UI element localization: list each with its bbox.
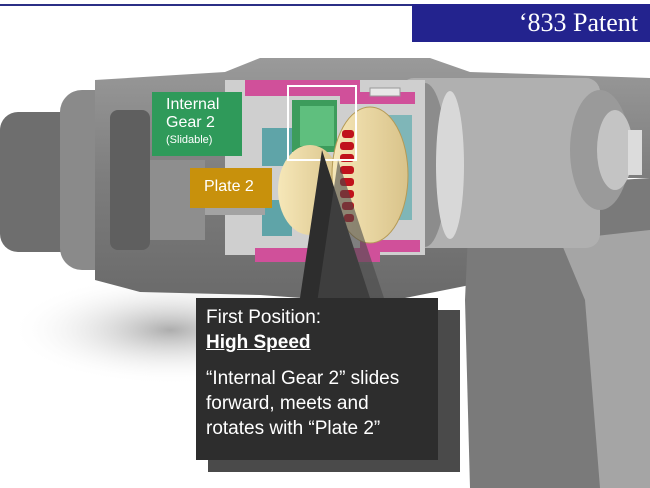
internal-gear-label-line1: Internal	[166, 96, 220, 113]
plate-2-label: Plate 2	[190, 168, 272, 208]
plate-2-label-text: Plate 2	[204, 178, 254, 195]
callout-pointer-shadow	[316, 160, 388, 310]
handle-highlight	[560, 230, 650, 488]
callout-heading: First Position:	[206, 307, 322, 328]
callout-box: First Position: High Speed “Internal Gea…	[196, 298, 438, 460]
patent-banner: ‘833 Patent	[412, 4, 650, 42]
patent-title: ‘833 Patent	[518, 8, 638, 37]
internal-gear-label-note: (Slidable)	[166, 134, 213, 146]
internal-gear-label-line2: Gear 2	[166, 114, 215, 131]
motor-button	[628, 130, 642, 175]
top-rule	[0, 4, 650, 6]
callout-description: “Internal Gear 2” slides forward, meets …	[206, 368, 400, 439]
internal-gear-2-teeth	[300, 106, 334, 146]
housing-spring	[369, 87, 401, 97]
internal-gear-2-label: Internal Gear 2 (Slidable)	[152, 92, 242, 156]
motor-ring-4	[597, 110, 633, 190]
motor-ring-2	[436, 91, 464, 239]
callout-emphasis: High Speed	[206, 332, 311, 353]
clutch-ring	[110, 110, 150, 250]
